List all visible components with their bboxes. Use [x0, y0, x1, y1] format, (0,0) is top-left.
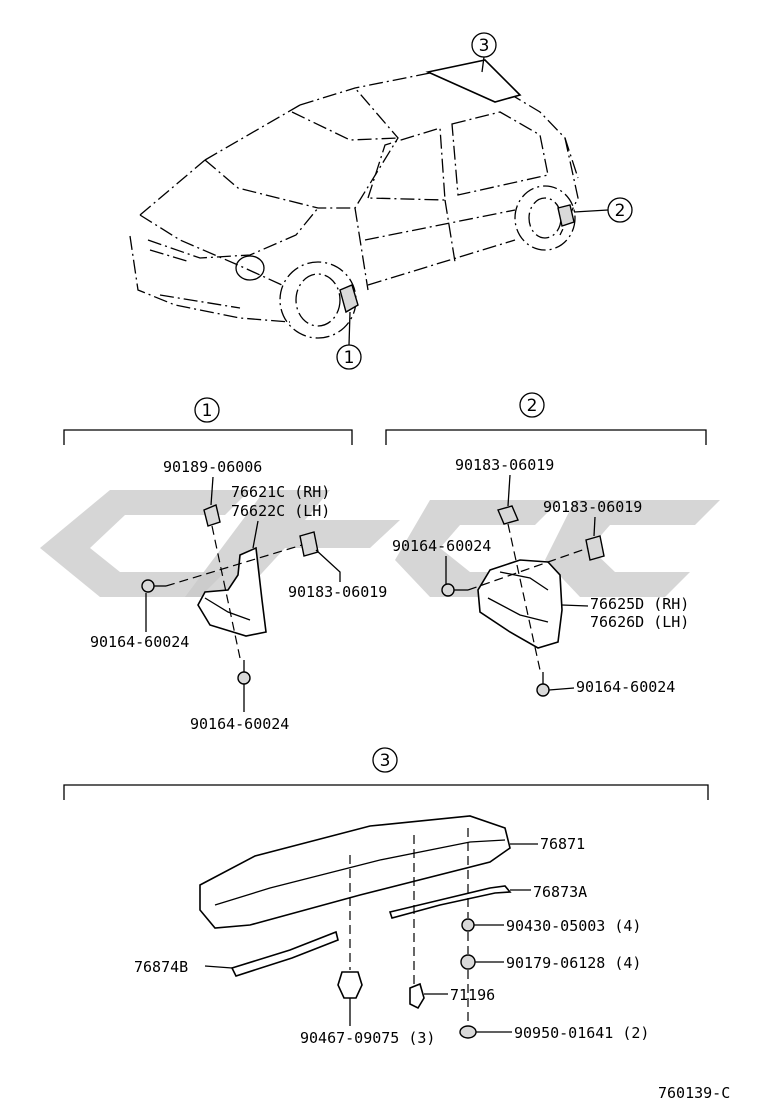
svg-text:1: 1 — [344, 348, 355, 368]
car-illustration — [129, 59, 579, 339]
section-2-header: 2 — [527, 396, 538, 416]
label-90183-06019-top: 90183-06019 — [455, 456, 554, 474]
label-76871: 76871 — [540, 835, 585, 853]
label-76621C-RH: 76621C (RH) — [231, 483, 330, 501]
label-76874B: 76874B — [134, 958, 188, 976]
label-90164-60024-left: 90164-60024 — [392, 537, 491, 555]
callout-3: 3 — [471, 32, 497, 73]
label-90430-05003: 90430-05003 (4) — [506, 917, 641, 935]
label-76625D-RH: 76625D (RH) — [590, 595, 689, 613]
label-90189-06006: 90189-06006 — [163, 458, 262, 476]
label-90467-09075: 90467-09075 (3) — [300, 1029, 435, 1047]
label-90164-60024-bottom: 90164-60024 — [190, 715, 289, 733]
section-3-header: 3 — [380, 751, 391, 771]
label-76873A: 76873A — [533, 883, 587, 901]
section-1: 1 90189-06006 76621C (RH) 76622C (LH) 90… — [63, 397, 387, 733]
callout-2: 2 — [573, 197, 633, 223]
svg-text:3: 3 — [479, 36, 490, 56]
label-90950-01641: 90950-01641 (2) — [514, 1024, 649, 1042]
section-2: 2 90183-06019 90183-06019 90164-60024 76… — [385, 392, 707, 697]
figure-code: 760139-C — [658, 1084, 730, 1102]
label-76622C-LH: 76622C (LH) — [231, 502, 330, 520]
label-90164-60024-bottom: 90164-60024 — [576, 678, 675, 696]
section-3: 3 76871 76873A 90430-05003 (4) 90179-061… — [63, 747, 709, 1047]
label-71196: 71196 — [450, 986, 495, 1004]
label-90183-06019: 90183-06019 — [288, 583, 387, 601]
label-90164-60024-left: 90164-60024 — [90, 633, 189, 651]
label-90179-06128: 90179-06128 (4) — [506, 954, 641, 972]
section-1-header: 1 — [202, 401, 213, 421]
label-90183-06019-right: 90183-06019 — [543, 498, 642, 516]
callout-1: 1 — [336, 311, 362, 370]
svg-text:2: 2 — [615, 201, 626, 221]
label-76626D-LH: 76626D (LH) — [590, 613, 689, 631]
